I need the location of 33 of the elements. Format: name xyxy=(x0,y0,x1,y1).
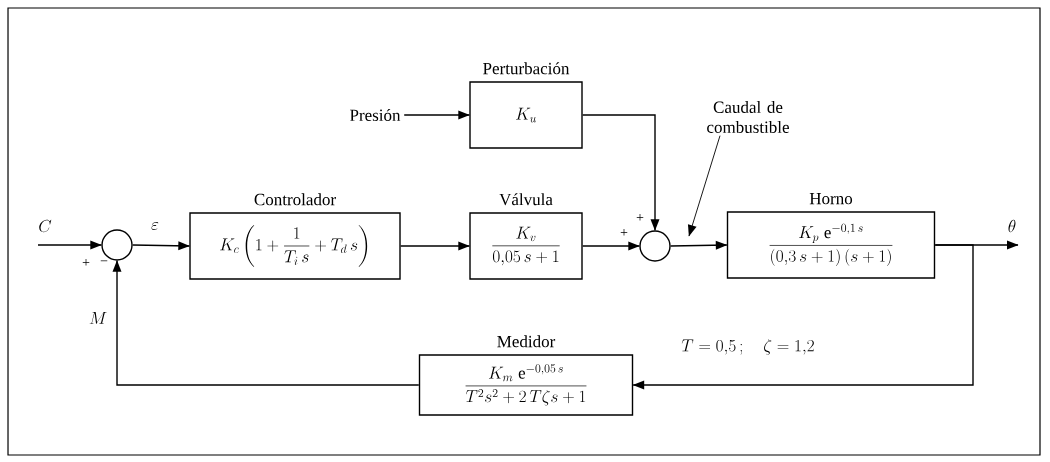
block-box: $\dfrac{K_v}{0{,}05\,s+1}$ xyxy=(469,212,583,280)
sign-label: + xyxy=(82,259,90,266)
arrow xyxy=(112,260,420,386)
block-box: $K_u$ xyxy=(469,81,583,149)
signal-label: $M$ xyxy=(89,312,107,324)
block-title: Válvula xyxy=(499,193,553,206)
text-label: Presión xyxy=(350,109,401,121)
arrow xyxy=(400,241,470,251)
arrow xyxy=(632,244,974,390)
block-title: Medidor xyxy=(497,335,556,348)
arrow xyxy=(670,240,728,250)
leader-arrow xyxy=(687,135,721,237)
summing-junction xyxy=(101,229,133,261)
signal-label: $\theta$ xyxy=(1008,219,1016,233)
summing-junction xyxy=(639,230,671,262)
block-box: $\dfrac{K_m\;\mathrm{e}^{-0{,}05\,s}}{T^2s^2+2\,T\zeta s+1}$ xyxy=(418,354,634,416)
parameter-note: $T=0{,}5\,;\quad \zeta=1{,}2$ xyxy=(681,339,814,355)
sign-label: + xyxy=(620,229,628,236)
arrow xyxy=(132,241,190,251)
block-title: Perturbación xyxy=(483,62,570,75)
arrow xyxy=(582,114,660,231)
block-title: Controlador xyxy=(254,193,336,206)
sign-label: − xyxy=(100,260,108,262)
block-title: Horno xyxy=(809,193,853,205)
block-box: $\dfrac{K_p\;\mathrm{e}^{-0{,}1\,s}}{(0{,}3\,s+1)\,(s+1)}$ xyxy=(726,211,936,279)
arrow xyxy=(37,240,102,250)
text-label: Caudal de combustible xyxy=(707,101,789,133)
arrow xyxy=(582,241,640,251)
block-box: $K_c\left(1+\dfrac{1}{T_i\,s}+T_d\,s\right)$ xyxy=(189,212,401,280)
sign-label: + xyxy=(636,214,644,221)
signal-label: $\varepsilon$ xyxy=(151,221,159,231)
signal-label: $C$ xyxy=(39,219,52,233)
arrow xyxy=(403,110,470,120)
